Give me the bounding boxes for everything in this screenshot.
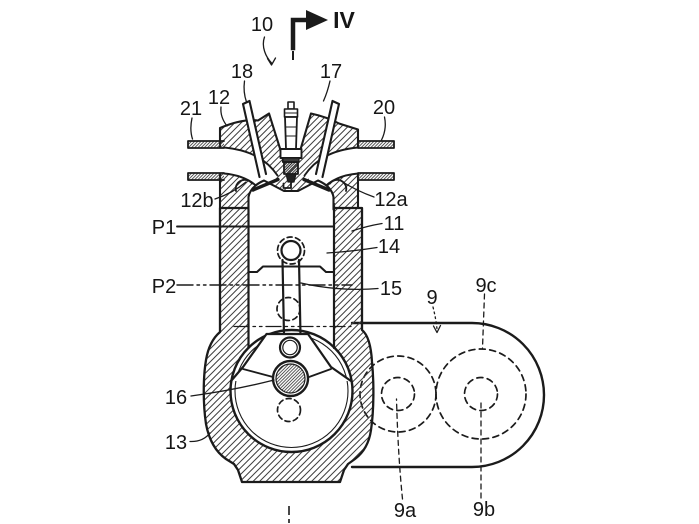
exhaust-valve-head	[302, 177, 331, 192]
spark-plug-hex	[279, 148, 303, 159]
exhaust-pipe-outline	[357, 140, 395, 181]
exhaust-valve-stem	[314, 99, 341, 179]
exhaust-port-cavity	[304, 147, 358, 190]
leader-17	[322, 80, 331, 102]
intake-port-cavity	[224, 147, 278, 190]
leader-9a	[395, 398, 404, 500]
gear-9c-outer-circle	[435, 348, 527, 440]
leader-15	[300, 282, 379, 291]
web-notch-right	[308, 368, 332, 378]
leader-18	[243, 80, 248, 103]
spark-plug	[279, 101, 303, 189]
leader-9	[432, 306, 438, 330]
section-arrowhead	[306, 10, 328, 30]
section-line	[290, 17, 311, 51]
connecting-rod-right-edge	[297, 258, 302, 338]
leader-10	[262, 36, 277, 66]
intake-pipe-outline	[187, 140, 225, 181]
crankpin-section	[275, 363, 306, 394]
label-16: 16	[165, 387, 187, 409]
combustion-chamber	[247, 179, 335, 211]
label-10: 10	[251, 14, 273, 36]
label-14: 14	[378, 236, 400, 258]
leader-lines	[189, 36, 486, 500]
label-P1: P1	[152, 217, 176, 239]
piston-pin-boss-circle	[276, 236, 306, 265]
exhaust-valve-stem-fill	[316, 101, 339, 177]
exhaust-pipe-wall-top	[358, 141, 394, 148]
piston-skirt-bottom	[247, 265, 336, 274]
intake-pipe-wall-top	[188, 141, 224, 148]
label-9c: 9c	[475, 275, 496, 297]
intake-valve-stem-fill	[243, 101, 266, 177]
label-17: 17	[320, 61, 342, 83]
spark-plug-insulator-ribs	[285, 126, 297, 137]
cylinder-head	[218, 99, 360, 211]
leader-13	[189, 432, 211, 443]
transmission-housing-outline	[350, 321, 546, 469]
leader-20	[380, 116, 386, 141]
connecting-rod-left-edge	[281, 258, 286, 338]
exhaust-pipe-interior	[358, 148, 394, 173]
spark-plug-ground-electrode	[282, 182, 292, 189]
intake-valve-head	[251, 177, 280, 192]
hidden-journal-circle	[276, 296, 301, 322]
valve-seat-left	[234, 178, 253, 192]
leader-11	[351, 222, 383, 232]
crankshaft-assembly	[229, 332, 353, 423]
spark-plug-threaded-shell	[283, 161, 299, 175]
label-21: 21	[180, 98, 202, 120]
intake-pipe-wall-bottom	[188, 173, 224, 180]
label-9b: 9b	[473, 499, 495, 521]
rod-big-end-inner	[282, 339, 298, 356]
exhaust-pipe	[357, 140, 395, 181]
spark-plug-tip	[285, 173, 297, 183]
intake-pipe-interior	[188, 148, 224, 173]
label-12b: 12b	[180, 190, 213, 212]
label-20: 20	[373, 97, 395, 119]
main-journal-hidden-circle	[276, 397, 302, 423]
leader-12b	[214, 181, 247, 200]
shaft-9a-circle	[380, 376, 416, 412]
label-11: 11	[384, 213, 405, 235]
piston-assembly	[176, 225, 353, 338]
label-IV: IV	[333, 7, 355, 33]
leader-21	[190, 117, 194, 140]
intake-pipe	[187, 140, 225, 181]
label-9a: 9a	[394, 500, 417, 522]
label-P2: P2	[152, 276, 176, 298]
label-12a: 12a	[374, 189, 408, 211]
leader-12a	[340, 180, 375, 198]
cylinder-bore-interior	[248, 204, 334, 349]
reference-labels: 10 IV 18 17 12 21 20 12b 12a P1 11 14 P2…	[152, 7, 497, 522]
leader-12	[220, 106, 228, 127]
leader-14	[326, 246, 378, 254]
leader-9-arrowhead	[432, 324, 442, 334]
leader-16	[190, 379, 275, 397]
leader-9c	[481, 293, 486, 349]
piston-pin-circle	[280, 239, 302, 262]
web-notch-left	[242, 368, 274, 378]
transmission-housing	[350, 321, 546, 469]
section-marker-IV	[290, 10, 328, 64]
shaft-9b-circle	[463, 376, 499, 412]
exhaust-pipe-wall-bottom	[358, 173, 394, 180]
spark-plug-insulator	[284, 116, 298, 150]
label-15: 15	[380, 278, 402, 300]
label-18: 18	[231, 61, 253, 83]
label-13: 13	[165, 432, 187, 454]
label-12: 12	[208, 87, 230, 109]
label-9: 9	[426, 287, 437, 309]
spark-plug-terminal-nub	[287, 101, 295, 110]
